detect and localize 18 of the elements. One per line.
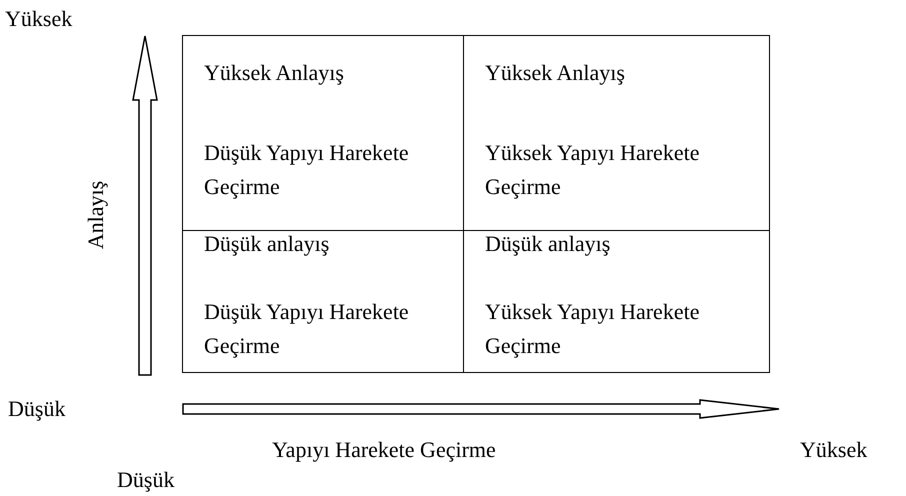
matrix-cell <box>463 35 770 231</box>
cell-heading: Yüksek Anlayış <box>204 59 345 87</box>
cell-text: Düşük Yapıyı Harekete Geçirme <box>204 139 410 201</box>
axis-title: Anlayış <box>83 180 110 250</box>
axis-label: Yüksek <box>5 6 72 32</box>
matrix-cell <box>463 230 770 373</box>
axis-label: Yüksek <box>800 437 868 463</box>
cell-heading: Düşük anlayış <box>204 230 330 258</box>
axis-label: Düşük <box>8 396 66 422</box>
cell-text: Yüksek Yapıyı Harekete Geçirme <box>485 298 700 360</box>
cell-text: Düşük Yapıyı Harekete Geçirme <box>204 298 410 360</box>
cell-heading: Yüksek Anlayış <box>485 59 626 87</box>
axis-label: Yapıyı Harekete Geçirme <box>272 437 496 463</box>
axis-label: Düşük <box>117 467 174 493</box>
matrix-cell <box>182 230 464 373</box>
matrix-cell <box>182 35 464 231</box>
cell-text: Yüksek Yapıyı Harekete Geçirme <box>485 139 700 201</box>
cell-heading: Düşük anlayış <box>485 230 612 258</box>
